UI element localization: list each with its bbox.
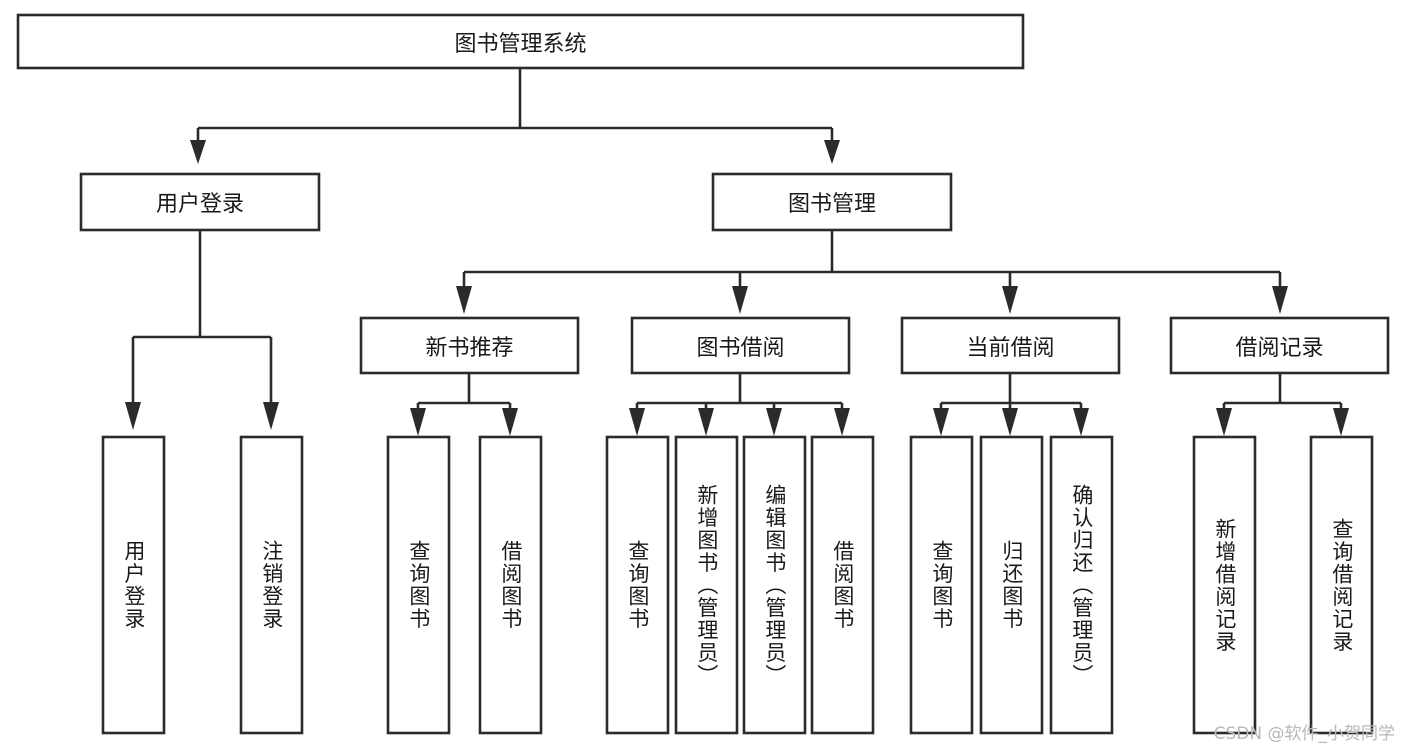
arrowhead-bb-leaf-1 [629,408,645,436]
node-leaf-cb-confirm-return-box[interactable] [1049,435,1114,735]
node-leaf-bb-edit-book-box[interactable] [742,435,807,735]
node-leaf-br-add-record-box[interactable] [1192,435,1257,735]
arrowhead-cb-leaf-1 [933,408,949,436]
connector-current-borrow-bus [939,373,1083,410]
arrowhead-bb-leaf-2 [698,408,714,436]
arrowhead-cb-leaf-2 [1002,408,1018,436]
connector-book-borrow-bus [635,373,844,410]
node-book-manage-box[interactable] [711,172,953,232]
node-leaf-user-login-box[interactable] [101,435,166,735]
arrowhead-to-borrow-record [1272,286,1288,314]
arrowhead-to-book-manage [824,140,840,164]
node-leaf-logout-box[interactable] [239,435,304,735]
arrowhead-cb-leaf-3 [1073,408,1089,436]
arrowhead-bb-leaf-4 [834,408,850,436]
arrowhead-br-leaf-1 [1216,408,1232,436]
arrowhead-bb-leaf-3 [766,408,782,436]
node-current-borrow-box[interactable] [900,316,1121,375]
connector-book-manage-bus [462,230,1282,288]
node-new-book-recommend-box[interactable] [359,316,580,375]
node-leaf-bb-add-book-box[interactable] [674,435,739,735]
arrowhead-user-login-leaf-1 [125,402,141,430]
connector-borrow-record-bus [1222,373,1343,410]
node-leaf-cb-return-book-box[interactable] [979,435,1044,735]
node-leaf-cb-query-book-box[interactable] [909,435,974,735]
node-book-borrow-box[interactable] [630,316,851,375]
node-user-login-box[interactable] [79,172,321,232]
connector-root-bus [196,68,834,142]
arrowhead-to-current-borrow [1002,286,1018,314]
node-leaf-bb-borrow-book-box[interactable] [810,435,875,735]
arrowhead-nbr-leaf-2 [502,408,518,436]
arrowhead-user-login-leaf-2 [263,402,279,430]
arrowhead-to-new-book-recommend [456,286,472,314]
node-borrow-record-box[interactable] [1169,316,1390,375]
node-leaf-bb-query-book-box[interactable] [605,435,670,735]
arrowhead-nbr-leaf-1 [410,408,426,436]
node-root-box[interactable] [16,13,1025,70]
node-leaf-br-query-record-box[interactable] [1309,435,1374,735]
connector-new-book-recommend-bus [416,373,512,410]
node-leaf-nbr-query-book-box[interactable] [386,435,451,735]
arrowhead-br-leaf-2 [1333,408,1349,436]
node-leaf-nbr-borrow-book-box[interactable] [478,435,543,735]
arrowhead-to-user-login [190,140,206,164]
connector-user-login-bus [131,230,273,404]
watermark-label: CSDN @软件_小贺同学 [1213,724,1395,744]
arrowhead-to-book-borrow [732,286,748,314]
